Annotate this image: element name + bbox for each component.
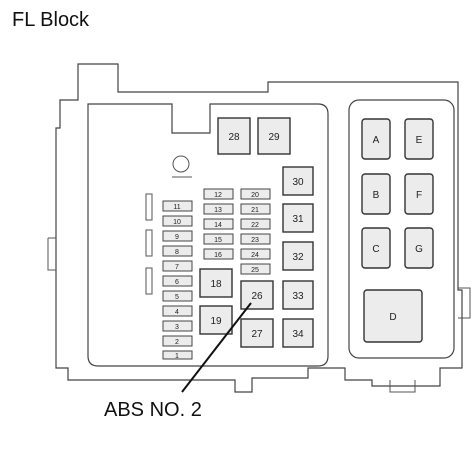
fuse-28-label: 28 <box>228 132 240 143</box>
housing-outline <box>47 63 471 393</box>
mini-fuse <box>240 263 271 275</box>
mini-fuses-col2: 12 13 14 15 16 <box>203 188 234 260</box>
mini-fuse-label: 11 <box>173 204 180 211</box>
large-fuse-a-label: A <box>373 135 380 146</box>
large-fuse-g-label: G <box>415 244 423 255</box>
fuse-33 <box>282 280 314 310</box>
mini-fuse-label: 23 <box>251 237 259 244</box>
mini-fuse-label: 14 <box>214 222 222 229</box>
fuse-19-label: 19 <box>210 316 222 327</box>
large-fuse-e <box>404 118 434 160</box>
connector-brackets <box>145 193 153 295</box>
fuse-29-label: 29 <box>268 132 280 143</box>
large-fuse-d-label: D <box>389 312 396 323</box>
large-fuse-g <box>404 227 434 269</box>
mini-fuses-col3: 20 21 22 23 24 25 <box>240 188 271 275</box>
mini-fuse <box>240 233 271 245</box>
fuse-27 <box>240 318 274 348</box>
mini-fuse-label: 7 <box>175 264 179 271</box>
fuse-19 <box>199 305 233 335</box>
mini-fuse-label: 10 <box>173 219 181 226</box>
mini-fuse-label: 8 <box>175 249 179 256</box>
large-fuse-d <box>363 289 423 343</box>
mini-fuse-label: 24 <box>251 252 259 259</box>
top-fuses: 28 29 <box>217 117 291 155</box>
fuse-31 <box>282 203 314 233</box>
fuse-29 <box>257 117 291 155</box>
mini-fuse <box>162 290 193 302</box>
fuse-32 <box>282 241 314 271</box>
mini-fuse <box>162 335 193 347</box>
large-fuse-f <box>404 173 434 215</box>
mini-fuse <box>162 350 193 360</box>
main-fuse-panel <box>87 103 329 367</box>
mini-fuse-label: 15 <box>214 237 222 244</box>
fuse-34-label: 34 <box>292 329 304 340</box>
fuse-27-label: 27 <box>251 329 263 340</box>
mini-fuse-label: 9 <box>175 234 179 241</box>
mini-fuse <box>203 188 234 200</box>
mini-fuse-label: 25 <box>251 267 259 274</box>
mini-fuses-col1: 11 10 9 8 7 6 5 4 3 2 1 <box>162 200 193 360</box>
mini-fuse <box>162 305 193 317</box>
large-fuse-b-label: B <box>373 190 380 201</box>
right-column-fuses: 30 31 32 33 34 <box>282 166 314 348</box>
large-fuse-b <box>361 173 391 215</box>
mini-fuse-label: 3 <box>175 324 179 331</box>
large-fuse-a <box>361 118 391 160</box>
mini-fuse <box>240 203 271 215</box>
mini-fuse-label: 4 <box>175 309 179 316</box>
callout-leader-line <box>181 302 252 393</box>
mini-fuse <box>203 248 234 260</box>
mini-fuse-label: 21 <box>251 207 259 214</box>
mini-fuse-label: 20 <box>251 192 259 199</box>
mini-fuse-label: 13 <box>214 207 222 214</box>
mini-fuse <box>162 245 193 257</box>
mini-fuse-label: 2 <box>175 339 179 346</box>
fuse-18-label: 18 <box>210 279 222 290</box>
fuse-18 <box>199 268 233 298</box>
large-fuses: A E B F C G D <box>361 118 434 343</box>
fuse-34 <box>282 318 314 348</box>
middle-fuses: 18 19 26 27 <box>199 268 274 348</box>
fuse-30 <box>282 166 314 196</box>
large-fuse-c <box>361 227 391 269</box>
large-fuse-e-label: E <box>416 135 423 146</box>
mounting-hole <box>172 155 190 173</box>
mini-fuse <box>203 218 234 230</box>
mini-fuse <box>162 320 193 332</box>
fuse-33-label: 33 <box>292 291 304 302</box>
mini-fuse <box>240 218 271 230</box>
mini-fuse-label: 5 <box>175 294 179 301</box>
diagram-title: FL Block <box>12 9 90 31</box>
fuse-31-label: 31 <box>292 214 304 225</box>
fuse-26-label: 26 <box>251 291 263 302</box>
fuse-26 <box>240 280 274 310</box>
mini-fuse-label: 6 <box>175 279 179 286</box>
mini-fuse-label: 22 <box>251 222 259 229</box>
mini-fuse-label: 12 <box>214 192 222 199</box>
mini-fuse-label: 16 <box>214 252 222 259</box>
fuse-30-label: 30 <box>292 177 304 188</box>
mini-fuse <box>240 188 271 200</box>
fuse-32-label: 32 <box>292 252 304 263</box>
mini-fuse <box>203 233 234 245</box>
large-fuse-c-label: C <box>372 244 379 255</box>
relay-panel <box>348 99 455 359</box>
fuse-28 <box>217 117 251 155</box>
mini-fuse <box>162 275 193 287</box>
mini-fuse <box>240 248 271 260</box>
mini-fuse-label: 1 <box>175 353 179 360</box>
mini-fuse <box>162 200 193 212</box>
callout-label: ABS NO. 2 <box>104 399 202 421</box>
mini-fuse <box>203 203 234 215</box>
mini-fuse <box>162 230 193 242</box>
mini-fuse <box>162 215 193 227</box>
mini-fuse <box>162 260 193 272</box>
large-fuse-f-label: F <box>416 190 422 201</box>
